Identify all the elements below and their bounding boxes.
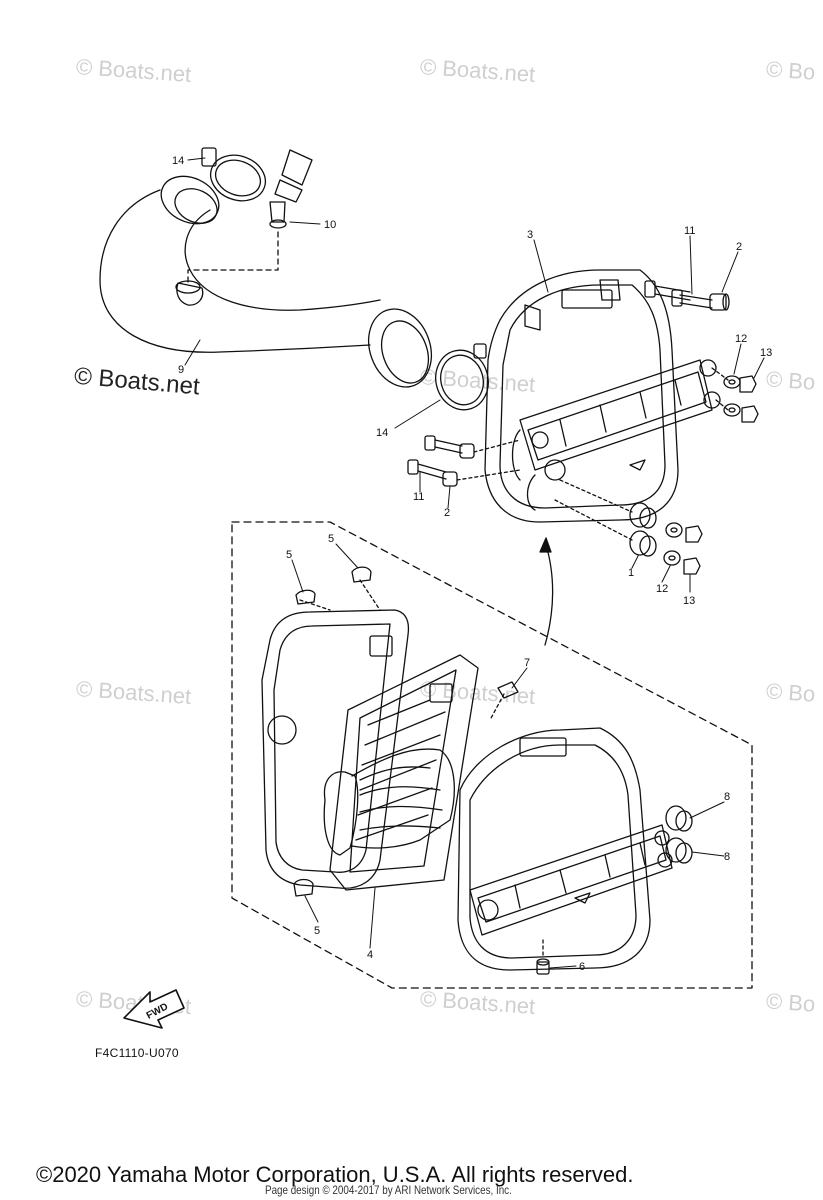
callout-6: 6	[579, 961, 585, 973]
assembly-arrow	[544, 544, 554, 646]
airbox-cover-lower	[457, 727, 673, 971]
drain-plug	[536, 939, 550, 975]
leader-lines	[184, 157, 765, 969]
grommet-set	[554, 479, 703, 575]
callout-11-upper: 11	[684, 225, 695, 237]
callout-14-lower: 14	[376, 427, 388, 439]
airbox-case	[261, 566, 410, 897]
page-design-credit: Page design © 2004-2017 by ARI Network S…	[265, 1183, 512, 1197]
callout-2-upper: 2	[736, 241, 742, 253]
callout-4: 4	[367, 949, 373, 961]
bolt-set-left	[407, 435, 521, 487]
callout-labels: 14 10 3 11 2 12 13 9 14 11 2 1 12 13 5 5…	[145, 155, 772, 1022]
callout-12-lower: 12	[656, 583, 668, 595]
callout-2-lower: 2	[444, 507, 450, 519]
callout-10: 10	[324, 219, 336, 231]
hose-clamp-lower	[435, 343, 489, 411]
callout-7: 7	[524, 657, 530, 669]
breather-fitting	[269, 149, 313, 229]
callout-5-left: 5	[286, 549, 292, 561]
callout-11-lower: 11	[413, 491, 424, 503]
bolt-7	[489, 681, 519, 721]
callout-12-upper: 12	[735, 333, 747, 345]
copyright-text: ©2020 Yamaha Motor Corporation, U.S.A. A…	[36, 1162, 634, 1187]
callout-9: 9	[178, 364, 184, 376]
intake-hose	[99, 175, 432, 388]
grommet-8-set	[665, 805, 693, 864]
callout-8-lower: 8	[724, 851, 730, 863]
callout-13-upper: 13	[760, 347, 772, 359]
fwd-arrow-icon	[123, 989, 185, 1029]
diagram-code: F4C1110-U070	[95, 1046, 179, 1060]
callout-5-right: 5	[328, 533, 334, 545]
callout-1: 1	[628, 567, 634, 579]
callout-5-bottom: 5	[314, 925, 320, 937]
callout-13-lower: 13	[683, 595, 695, 607]
bolt-set-upper	[644, 280, 730, 311]
intake-funnel	[323, 748, 455, 856]
hose-clamp-upper	[201, 147, 267, 202]
airbox-cover	[484, 269, 721, 523]
washer-nut-set-upper	[711, 367, 759, 423]
exploded-view-boundary	[231, 521, 753, 989]
callout-8-upper: 8	[724, 791, 730, 803]
callout-14-upper: 14	[172, 155, 184, 167]
filter-element	[329, 654, 479, 891]
callout-3: 3	[527, 229, 533, 241]
